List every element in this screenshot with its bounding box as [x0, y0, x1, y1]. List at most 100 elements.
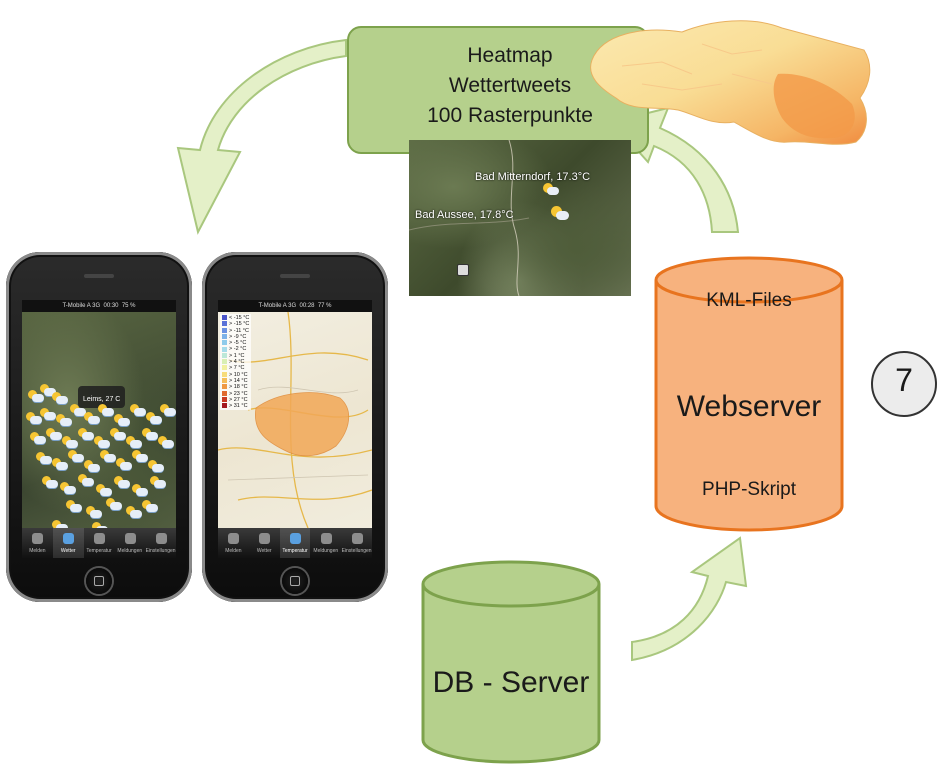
phone-speaker [84, 274, 114, 278]
sun-cloud-icon [56, 414, 72, 426]
road-map [218, 311, 372, 529]
legend-swatch [222, 321, 227, 327]
tab-wetter[interactable]: Wetter [249, 528, 280, 558]
legend-swatch [222, 327, 227, 333]
sun-cloud-icon [40, 408, 56, 420]
sun-cloud-icon [70, 404, 86, 416]
legend-swatch [222, 371, 227, 377]
legend-row: > 14 °C [222, 378, 249, 384]
weather-icon-cluster [22, 300, 176, 534]
legend-label: > 23 °C [229, 390, 248, 397]
home-button[interactable] [282, 568, 308, 594]
sun-cloud-icon [148, 460, 164, 472]
legend-swatch [222, 365, 227, 371]
carrier-text: T-Mobile A 3G [62, 303, 101, 309]
legend-label: > 14 °C [229, 377, 248, 384]
sun-cloud-icon [114, 476, 130, 488]
sun-cloud-icon [78, 428, 94, 440]
battery-text: 75 % [121, 303, 136, 309]
carrier-text: T-Mobile A 3G [258, 303, 297, 309]
sun-cloud-icon [30, 432, 46, 444]
styria-temperature-area [254, 392, 349, 457]
tab-melden[interactable]: Melden [22, 528, 53, 558]
legend-swatch [222, 403, 227, 409]
sun-cloud-icon [86, 506, 102, 518]
tab-einstellungen[interactable]: Einstellungen [341, 528, 372, 558]
legend-label: > -2 °C [229, 346, 247, 353]
tab-bar: Melden Wetter Temperatur Meldungen Einst… [22, 528, 176, 558]
home-button[interactable] [86, 568, 112, 594]
sun-cloud-icon [126, 506, 142, 518]
tab-meldungen[interactable]: Meldungen [114, 528, 145, 558]
callout-text: Leims, 27 C [83, 396, 121, 403]
sun-cloud-icon [62, 436, 78, 448]
heatmap-title-line1: Heatmap [467, 44, 553, 67]
satellite-map-image: Bad Mitterndorf, 17.3°C Bad Aussee, 17.8… [409, 140, 631, 296]
sun-cloud-icon [551, 206, 569, 220]
legend-swatch [222, 346, 227, 352]
tab-meldungen[interactable]: Meldungen [310, 528, 341, 558]
phone-speaker [280, 274, 310, 278]
status-bar: T-Mobile A 3G 00:28 77 % [218, 300, 372, 312]
step-number-badge [871, 351, 937, 417]
legend-swatch [222, 359, 227, 365]
webserver-cylinder [654, 256, 844, 532]
tab-temperatur[interactable]: Temperatur [84, 528, 115, 558]
sun-cloud-icon [60, 482, 76, 494]
sun-cloud-icon [68, 450, 84, 462]
legend-row: > 1 °C [222, 353, 249, 359]
legend-label: > 4 °C [229, 359, 245, 366]
phone-temperature-map: T-Mobile A 3G 00:28 77 % < -15 °C> -15 °… [202, 252, 388, 602]
sun-cloud-icon [142, 428, 158, 440]
legend-swatch [222, 396, 227, 402]
time-text: 00:28 [299, 303, 315, 309]
legend-label: > 10 °C [229, 371, 248, 378]
legend-row: > -2 °C [222, 346, 249, 352]
arrow-to-phones [176, 38, 347, 235]
sun-cloud-icon [150, 476, 166, 488]
tab-wetter[interactable]: Wetter [52, 528, 84, 558]
legend-row: > -5 °C [222, 340, 249, 346]
legend-label: > -5 °C [229, 340, 247, 347]
sun-cloud-icon [46, 428, 62, 440]
sun-cloud-icon [116, 458, 132, 470]
tab-einstellungen[interactable]: Einstellungen [145, 528, 176, 558]
legend-label: > 1 °C [229, 352, 245, 359]
legend-row: > -9 °C [222, 334, 249, 340]
sun-cloud-icon [126, 436, 142, 448]
sun-cloud-icon [100, 450, 116, 462]
phone-screen: T-Mobile A 3G 00:30 75 % Leims, 27 C Mel… [22, 300, 176, 558]
sun-cloud-icon [98, 404, 114, 416]
legend-row: > -11 °C [222, 328, 249, 334]
sun-cloud-icon [40, 384, 56, 396]
webserver-php-label: PHP-Skript [702, 479, 796, 500]
tab-melden[interactable]: Melden [218, 528, 249, 558]
legend-row: > 27 °C [222, 397, 249, 403]
legend-swatch [222, 333, 227, 339]
legend-row: > 23 °C [222, 391, 249, 397]
sun-cloud-icon [26, 412, 42, 424]
legend-label: > 27 °C [229, 396, 248, 403]
sun-cloud-icon [78, 474, 94, 486]
sun-cloud-icon [158, 436, 174, 448]
legend-label: > -9 °C [229, 333, 247, 340]
webserver-title: Webserver [676, 390, 822, 423]
tab-bar: Melden Wetter Temperatur Meldungen Einst… [218, 528, 372, 558]
map-label-mitterndorf: Bad Mitterndorf, 17.3°C [475, 171, 591, 183]
battery-text: 77 % [317, 303, 332, 309]
legend-row: < -15 °C [222, 315, 249, 321]
sun-cloud-icon [52, 392, 68, 404]
sun-cloud-icon [42, 476, 58, 488]
webserver-kml-label: KML-Files [706, 290, 792, 311]
map-label-aussee: Bad Aussee, 17.8°C [415, 209, 514, 221]
legend-label: > 7 °C [229, 365, 245, 372]
status-bar: T-Mobile A 3G 00:30 75 % [22, 300, 176, 312]
tab-temperatur[interactable]: Temperatur [279, 528, 311, 558]
sun-cloud-icon [106, 498, 122, 510]
styria-heatmap-image [590, 20, 871, 145]
sun-cloud-icon [142, 500, 158, 512]
sun-cloud-icon [84, 460, 100, 472]
heatmap-title-line2: Wettertweets [448, 74, 572, 97]
heatmap-title-line3: 100 Rasterpunkte [427, 104, 593, 127]
legend-swatch [222, 352, 227, 358]
